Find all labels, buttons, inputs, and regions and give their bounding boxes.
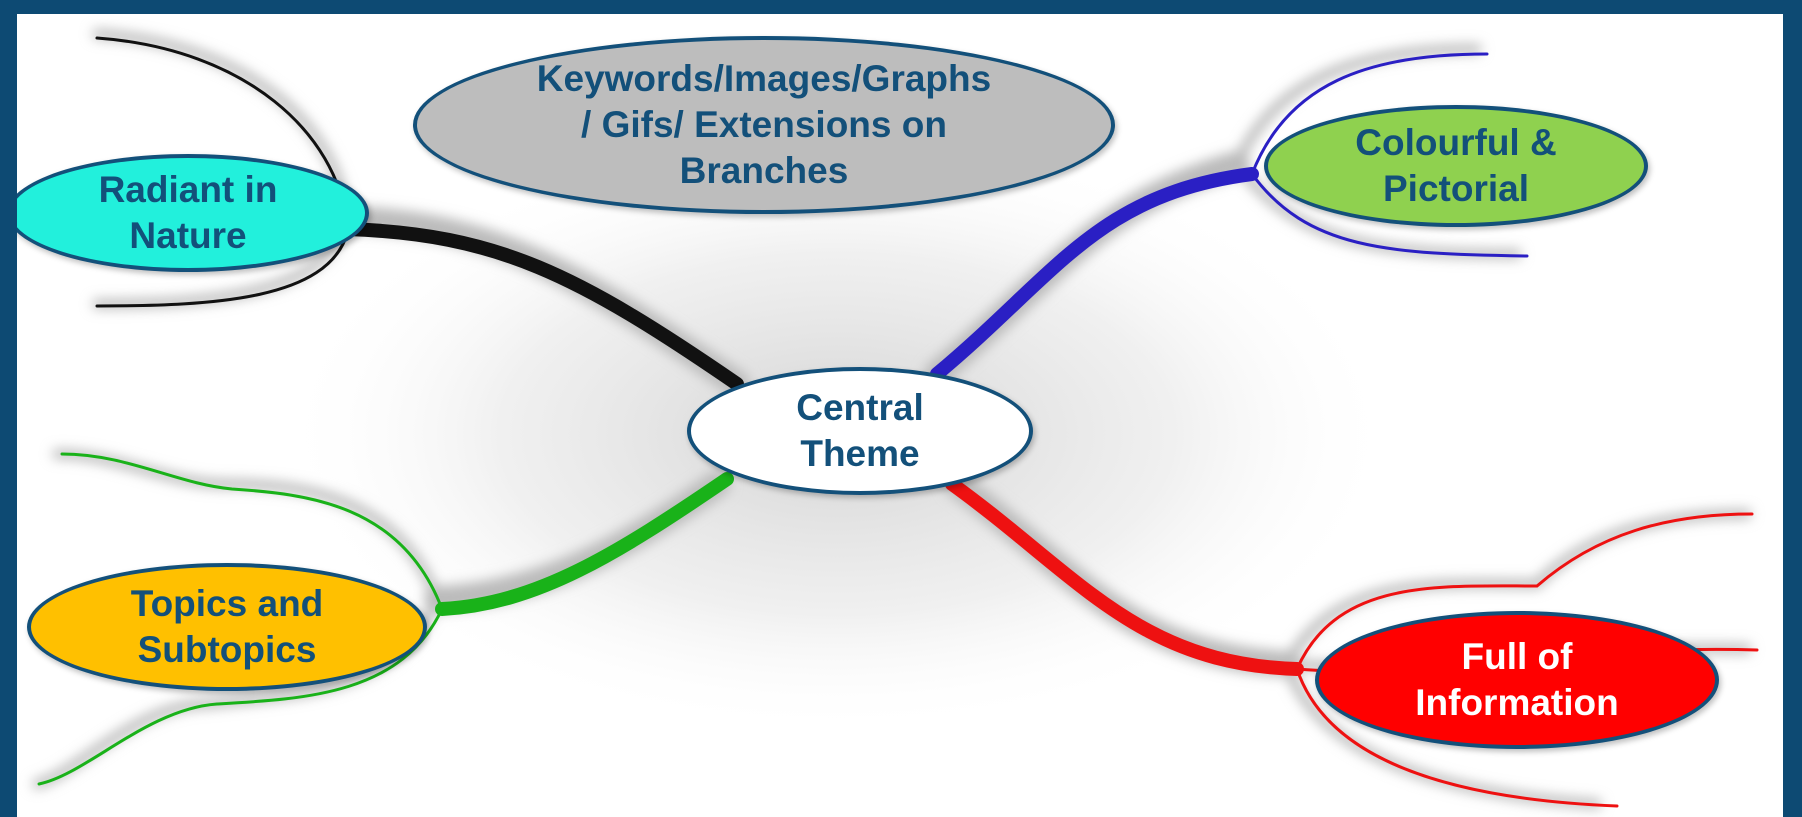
branch-topics-top [60,452,444,611]
topic-keywords-node: Keywords/Images/Graphs / Gifs/ Extension… [413,36,1115,214]
node-colourful-pictorial: Colourful & Pictorial [1264,105,1648,227]
branch-colourful [930,52,1529,381]
branch-topics [37,452,734,786]
node-full-of-information: Full of Information [1315,611,1719,749]
branch-topics-main [435,472,734,616]
branch-radiant-bottom [95,232,349,308]
branch-information-bottom [1295,667,1619,808]
branch-information-top [1295,512,1754,671]
node-radiant-label: Radiant in Nature [98,168,278,256]
branch-colourful-main [930,167,1259,381]
branch-colourful-bottom [1250,172,1529,258]
node-information-label: Full of Information [1415,635,1619,723]
branch-topics-bottom [37,607,444,786]
node-central-label: Central Theme [796,386,924,474]
node-radiant-in-nature: Radiant in Nature [17,154,369,272]
topic-keywords-label: Keywords/Images/Graphs / Gifs/ Extension… [536,57,992,192]
node-topics-and-subtopics: Topics and Subtopics [27,563,427,691]
branch-colourful-top [1250,52,1489,176]
mind-map-canvas: Keywords/Images/Graphs / Gifs/ Extension… [17,14,1783,817]
branch-information-main [945,477,1304,676]
node-topics-label: Topics and Subtopics [130,582,324,670]
node-colourful-label: Colourful & Pictorial [1355,121,1557,209]
branch-radiant-main [340,222,744,391]
node-central-theme: Central Theme [687,367,1033,495]
